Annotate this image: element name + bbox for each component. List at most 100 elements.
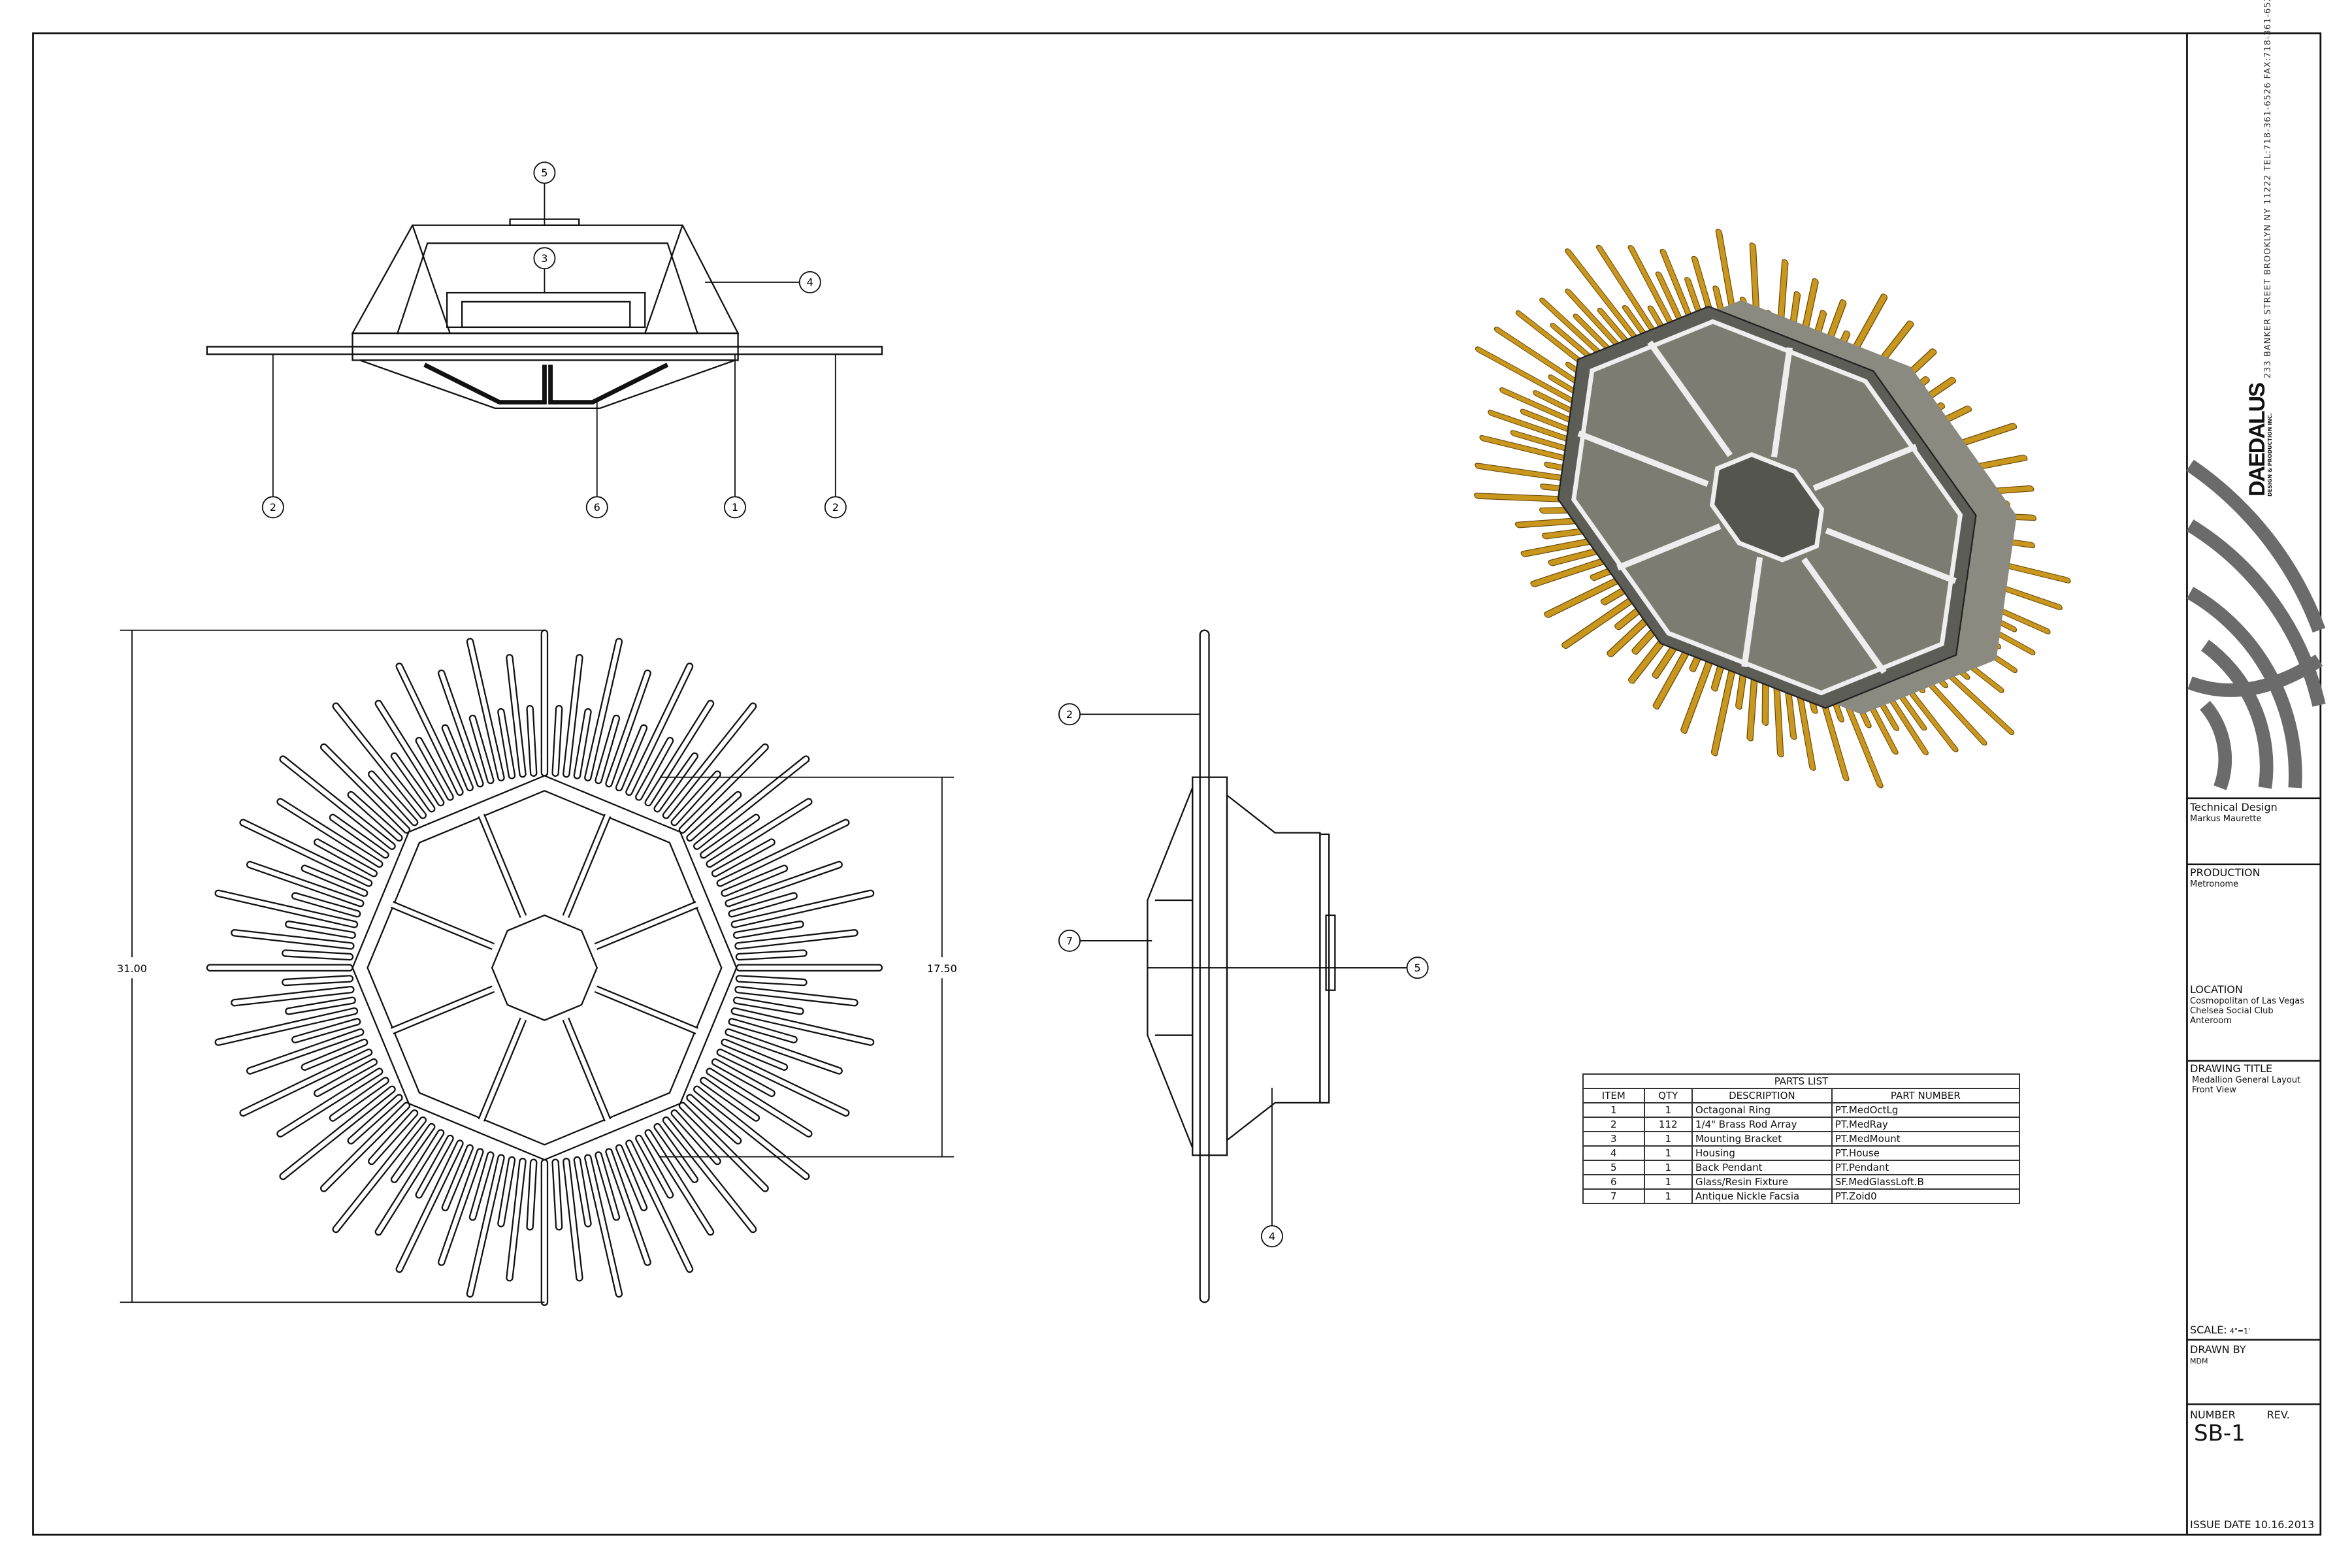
brass-rod — [734, 929, 858, 950]
brass-rod — [347, 1094, 403, 1145]
scale-value: 4"=1' — [2229, 1327, 2251, 1335]
item-cell: 3 — [1582, 1131, 1645, 1147]
part-number-cell: SF.MedGlassLoft.B — [1831, 1174, 2021, 1190]
brass-rod — [441, 724, 474, 792]
brass-rod — [368, 770, 419, 826]
brass-rod — [231, 929, 355, 950]
panel-divider-render — [1801, 557, 1887, 674]
brass-rod — [468, 1151, 495, 1221]
panel-divider-render — [1812, 444, 1918, 491]
panel-divider-render — [1577, 431, 1709, 487]
rev-label: REV. — [2266, 1409, 2290, 1421]
panel-divider-inner — [563, 1018, 610, 1121]
brass-rod — [395, 662, 464, 796]
brass-rod — [728, 892, 798, 918]
brass-rod — [605, 1148, 651, 1266]
brass-rod — [506, 1158, 527, 1282]
brass-rod — [595, 714, 621, 785]
brass-rod — [644, 700, 715, 807]
brass-rod — [644, 1129, 715, 1236]
brass-rod — [573, 708, 592, 779]
number-label: NUMBER — [2190, 1409, 2236, 1421]
description-cell: Antique Nickle Facsia — [1691, 1188, 1833, 1204]
brass-rod — [291, 892, 361, 918]
brass-rod — [563, 653, 583, 778]
brass-rod — [285, 996, 356, 1015]
callout-number: 1 — [732, 501, 738, 514]
brass-rod — [329, 1077, 389, 1122]
brass-rod — [332, 1116, 427, 1233]
brass-rod — [206, 964, 353, 972]
brass-rod — [706, 1068, 813, 1138]
callout-number: 5 — [541, 167, 547, 179]
brass-rod — [735, 949, 808, 961]
part-number-cell: PT.Zoid0 — [1831, 1188, 2021, 1204]
qty-cell: 1 — [1643, 1145, 1693, 1161]
drawing-title-label: DRAWING TITLE — [2190, 1062, 2273, 1075]
drawing-title-line: Front View — [2192, 1085, 2236, 1095]
col-part-number: PART NUMBER — [1831, 1088, 2021, 1103]
brass-rod — [540, 629, 549, 777]
brass-rod — [615, 1144, 648, 1211]
callout-balloon: 2 — [824, 354, 847, 519]
callout-balloon: 2 — [261, 354, 284, 519]
brass-rod — [625, 662, 694, 796]
callout-number: 4 — [807, 276, 813, 289]
callout-balloon: 4 — [1260, 1087, 1283, 1248]
callout-number: 4 — [1269, 1230, 1275, 1243]
front-elevation — [206, 218, 883, 410]
brass-rod — [686, 1094, 742, 1145]
brass-rod — [735, 975, 808, 987]
callout-balloon: 4 — [705, 271, 821, 294]
description-cell: Housing — [1691, 1145, 1833, 1161]
brass-rod — [625, 1139, 694, 1273]
brass-rod — [415, 1134, 454, 1199]
brass-rod — [374, 1129, 445, 1236]
rendered-perspective — [1474, 229, 2071, 789]
production-cell: PRODUCTION Metronome — [2190, 866, 2321, 889]
item-cell: 6 — [1582, 1174, 1645, 1190]
brass-rod — [506, 653, 527, 778]
part-number-cell: PT.MedMount — [1831, 1131, 2021, 1147]
sheet-border — [32, 32, 2322, 1536]
scale-label: SCALE: — [2190, 1324, 2227, 1336]
brass-rod — [670, 1109, 721, 1166]
company-logo: DAEDALUS DESIGN & PRODUCTION INC. 233 BA… — [2245, 0, 2273, 497]
callout-balloon: 1 — [724, 354, 746, 519]
item-cell: 4 — [1582, 1145, 1645, 1161]
callout-balloon: 7 — [1058, 929, 1152, 952]
brass-rod — [693, 755, 810, 850]
brass-rod — [314, 1058, 378, 1098]
brass-rod — [314, 838, 378, 877]
brass-rod — [329, 813, 389, 859]
drawn-by-cell: DRAWN BY MDM — [2190, 1343, 2321, 1366]
qty-cell: 1 — [1643, 1174, 1693, 1190]
panel-divider-inner — [595, 987, 698, 1034]
brass-rod — [584, 1154, 623, 1298]
brass-rod — [635, 736, 674, 801]
brass-rod — [615, 724, 648, 792]
brass-rod — [231, 985, 355, 1007]
panel-divider-render — [1741, 557, 1763, 668]
description-cell: 1/4" Brass Rod Array — [1691, 1117, 1833, 1132]
brass-rod — [279, 1085, 396, 1181]
brass-rod — [540, 1158, 549, 1306]
logo-spiral — [2186, 459, 2326, 791]
part-number-cell: PT.House — [1831, 1145, 2021, 1161]
qty-cell: 1 — [1643, 1131, 1693, 1147]
brass-rod — [395, 1139, 464, 1273]
brass-rod — [734, 985, 858, 1007]
tech-design-cell: Technical Design Markus Maurette — [2190, 801, 2321, 824]
brass-rod — [468, 714, 495, 785]
scale-cell: SCALE: 4"=1' — [2190, 1324, 2321, 1337]
drawing-title-cell: DRAWING TITLE Medallion General Layout F… — [2190, 1062, 2321, 1095]
parts-list-title: PARTS LIST — [1582, 1073, 2020, 1089]
brass-rod — [441, 1144, 474, 1211]
brass-rod — [595, 1151, 621, 1221]
brass-rod — [551, 1158, 563, 1231]
brass-rod — [686, 791, 742, 842]
